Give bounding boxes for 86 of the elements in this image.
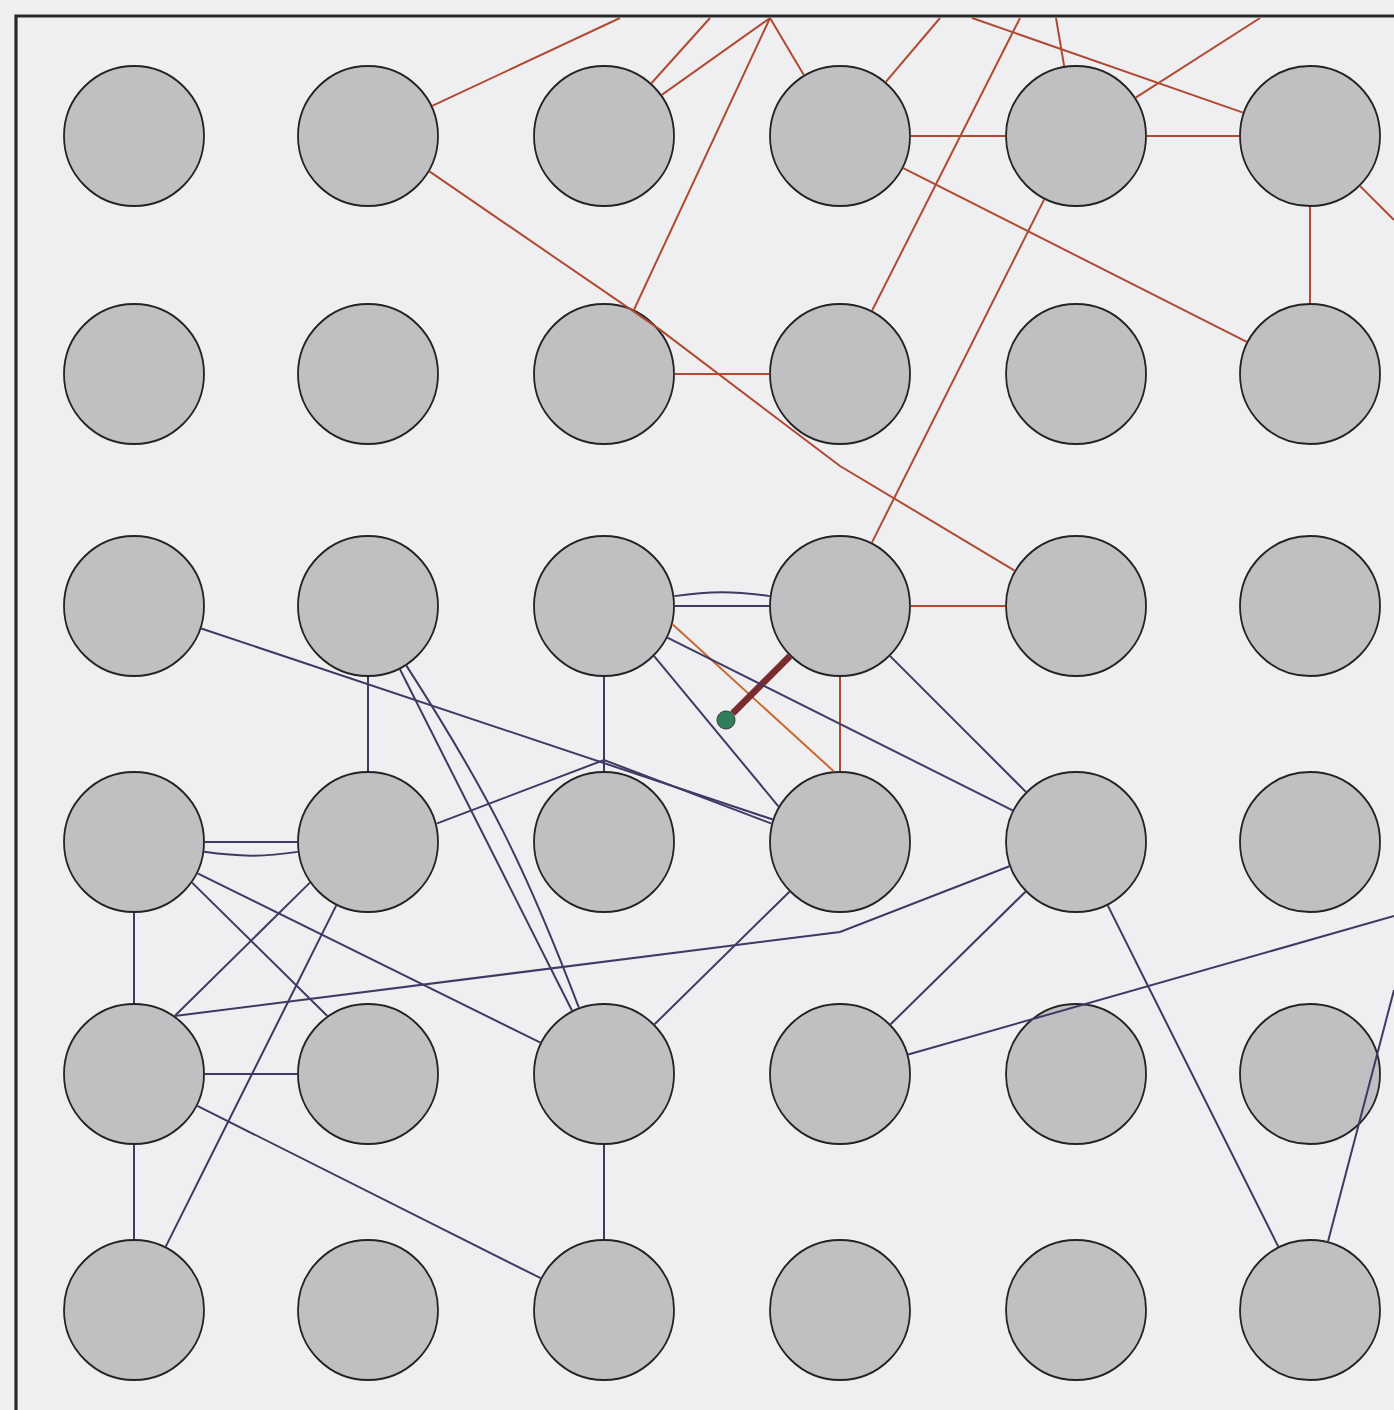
connector-line (164, 904, 338, 1248)
circle (533, 771, 675, 913)
circle (533, 1239, 675, 1381)
connector-line (660, 17, 771, 96)
connector-line (971, 17, 1245, 114)
connector-line (907, 915, 1394, 1056)
circle (1239, 65, 1381, 207)
connector-line (650, 17, 711, 85)
circle (63, 65, 205, 207)
connector-line (909, 605, 1007, 607)
connector-line (203, 850, 299, 857)
circle (1239, 1003, 1381, 1145)
circle (1239, 535, 1381, 677)
circle (1005, 303, 1147, 445)
connector-line (902, 167, 1248, 343)
connector-line (909, 135, 1007, 137)
connector-line (1327, 989, 1394, 1243)
circle (1005, 65, 1147, 207)
connector-line (603, 1143, 605, 1241)
circle (297, 1239, 439, 1381)
connector-line (730, 653, 793, 716)
connector-line (889, 890, 1027, 1026)
circle (769, 1003, 911, 1145)
circle (1005, 1003, 1147, 1145)
connector-line (203, 841, 299, 843)
circle (297, 303, 439, 445)
circle (297, 771, 439, 913)
circle (769, 1239, 911, 1381)
connector-line (1145, 135, 1241, 137)
circle (769, 65, 911, 207)
connector-line (673, 373, 771, 375)
connector-line (173, 865, 1011, 1017)
connector-line (431, 17, 621, 107)
circle (1239, 303, 1381, 445)
circle (63, 303, 205, 445)
circle (63, 1239, 205, 1381)
connector-line (870, 198, 1046, 544)
circle (63, 771, 205, 913)
connector-line (653, 655, 780, 808)
connector-line (657, 327, 1016, 572)
connector-line (1134, 17, 1261, 99)
connector-line (666, 636, 1014, 812)
connector-line (1055, 17, 1066, 68)
connector-line (200, 627, 774, 821)
circle (533, 1003, 675, 1145)
circle (533, 65, 675, 207)
connector-line (889, 655, 1027, 793)
circle (769, 535, 911, 677)
connector-line (632, 17, 771, 311)
connector-line (884, 17, 941, 83)
connector-line (871, 17, 1021, 312)
circle (297, 535, 439, 677)
circle (1005, 1239, 1147, 1381)
connector-line (133, 1143, 135, 1241)
connector-line (196, 872, 542, 1044)
connector-line (653, 890, 791, 1026)
connector-line (769, 17, 805, 76)
dot (716, 710, 736, 730)
connector-line (435, 758, 773, 825)
connector-line (673, 605, 771, 607)
circle (769, 303, 911, 445)
circle (1005, 771, 1147, 913)
connector-line (367, 675, 369, 773)
connector-line (191, 881, 329, 1017)
connector-line (671, 623, 835, 773)
connector-line (173, 881, 311, 1017)
connector-line (603, 675, 605, 773)
circle (1239, 1239, 1381, 1381)
circle (63, 1003, 205, 1145)
circle (769, 771, 911, 913)
circle (533, 535, 675, 677)
circle (1239, 771, 1381, 913)
connector-line (196, 1104, 542, 1280)
circle (1005, 535, 1147, 677)
circle (63, 535, 205, 677)
connector-line (673, 591, 771, 598)
circle (297, 1003, 439, 1145)
circle (297, 65, 439, 207)
connector-line (428, 170, 660, 330)
circle (533, 303, 675, 445)
connector-line (1106, 904, 1280, 1248)
connector-line (1309, 205, 1311, 305)
connector-line (1359, 185, 1394, 221)
connector-line (839, 675, 841, 773)
connector-line (203, 1073, 299, 1075)
connector-line (133, 911, 135, 1005)
